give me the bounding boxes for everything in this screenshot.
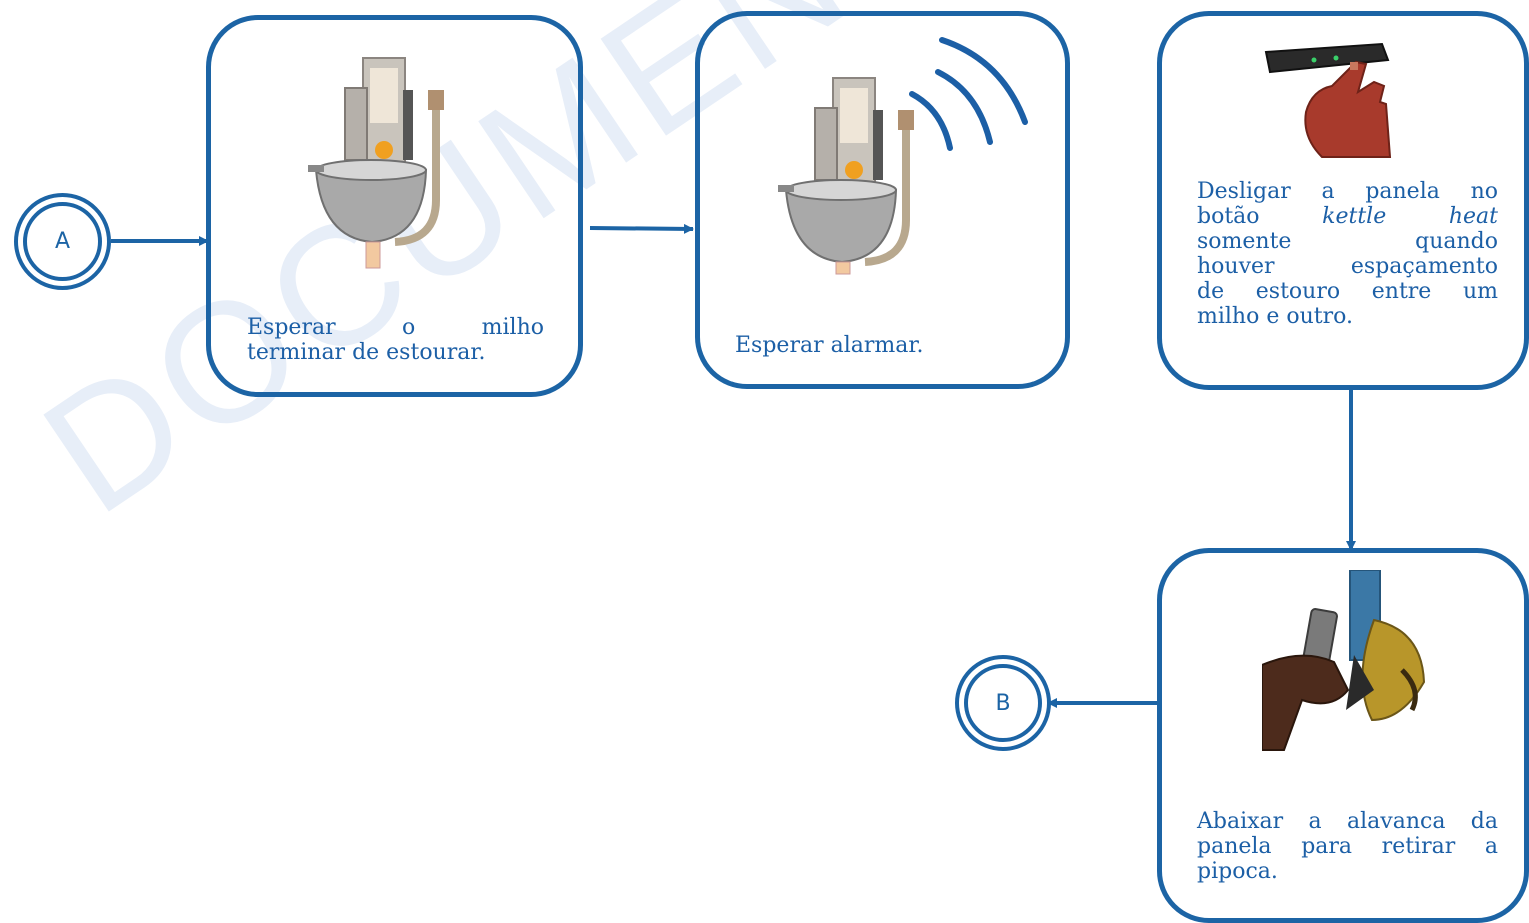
hand-pressing-button-icon [1264, 42, 1392, 158]
step-4-text: Abaixar a alavanca da panela para retira… [1197, 809, 1498, 884]
step-1-text: Esperar o milho terminar de estourar. [247, 315, 544, 365]
step-3-box [1157, 11, 1529, 390]
arrow-step1-to-step2 [589, 223, 694, 234]
popcorn-kettle-icon [308, 57, 444, 269]
step-2-box [695, 11, 1070, 389]
popcorn-kettle-alarm-icon [778, 37, 1028, 275]
step-3-line-4: houver espaçamento [1197, 254, 1498, 279]
step-3-line-3: somente quando [1197, 229, 1498, 254]
step-3-text: Desligar a panela no botão kettle heat s… [1197, 179, 1498, 329]
step-4-box [1157, 548, 1529, 923]
step-1-line-1: Esperar o milho [247, 315, 544, 340]
hand-pulling-lever-icon [1262, 570, 1426, 751]
step-4-line-3: pipoca. [1197, 859, 1278, 884]
connector-b: B [955, 655, 1051, 751]
step-1-box [206, 15, 583, 397]
step-3-line-1: Desligar a panela no [1197, 179, 1498, 204]
step-4-line-2: panela para retirar a [1197, 834, 1498, 859]
step-2-line-1: Esperar alarmar. [735, 333, 924, 358]
connector-a: A [14, 193, 111, 290]
step-1-line-2: terminar de estourar. [247, 340, 486, 365]
step-3-line-6: milho e outro. [1197, 304, 1353, 329]
step-3-line-2: botão kettle heat [1197, 204, 1498, 229]
step-2-text: Esperar alarmar. [735, 333, 1035, 358]
connector-a-label: A [54, 229, 71, 254]
step-3-line-5: de estouro entre um [1197, 279, 1499, 304]
step-4-line-1: Abaixar a alavanca da [1197, 809, 1498, 834]
connector-b-label: B [995, 690, 1011, 716]
